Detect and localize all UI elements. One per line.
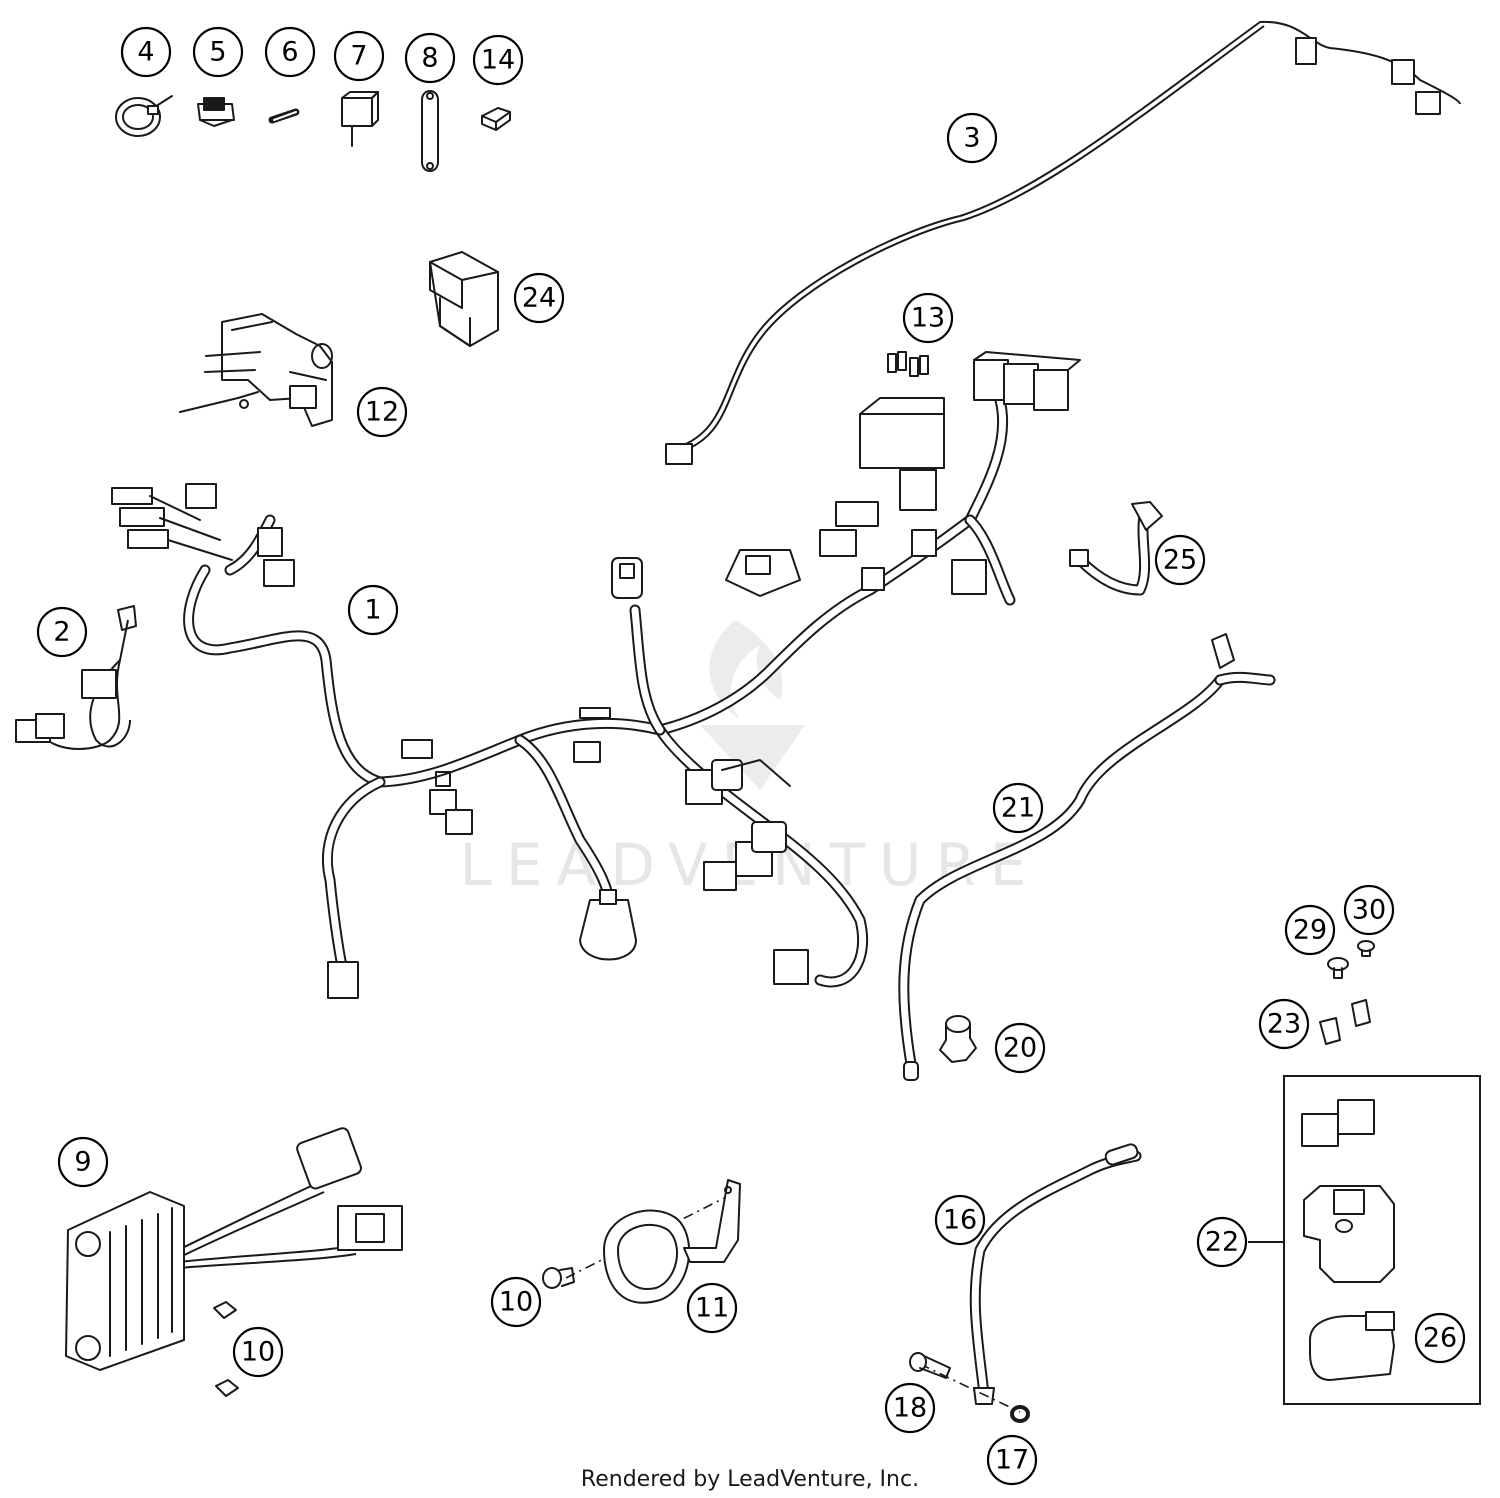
harness-connector-upper-group xyxy=(725,397,987,597)
callout-6: 6 xyxy=(264,26,316,78)
callout-4: 4 xyxy=(120,26,172,78)
fuses-23-part xyxy=(1319,999,1371,1045)
callout-13: 13 xyxy=(902,292,954,344)
svg-text:26: 26 xyxy=(1423,1323,1457,1354)
clip-part xyxy=(197,97,235,127)
strap-part xyxy=(421,90,439,172)
callout-29: 29 xyxy=(1284,904,1336,956)
starter-relay-caps xyxy=(1301,1099,1375,1147)
screw-29-part xyxy=(1327,957,1349,979)
callout-25: 25 xyxy=(1154,534,1206,586)
svg-text:20: 20 xyxy=(1003,1033,1037,1064)
callout-22: 22 xyxy=(1196,1216,1248,1268)
svg-text:1: 1 xyxy=(364,595,381,626)
callout-24: 24 xyxy=(513,272,565,324)
callout-1: 1 xyxy=(347,584,399,636)
svg-text:11: 11 xyxy=(695,1293,729,1324)
svg-text:7: 7 xyxy=(350,41,367,72)
harness-relay-row xyxy=(973,351,1081,411)
battery-cable-part xyxy=(898,633,1276,1081)
svg-text:10: 10 xyxy=(241,1337,275,1368)
washer-17-part xyxy=(1010,1405,1030,1423)
svg-text:14: 14 xyxy=(481,45,515,76)
main-wiring-harness xyxy=(183,394,1016,988)
horn-part xyxy=(542,1179,741,1304)
svg-text:2: 2 xyxy=(53,617,70,648)
cable-tie-part xyxy=(115,95,173,137)
callout-20: 20 xyxy=(994,1022,1046,1074)
terminal-cap-part xyxy=(939,1015,977,1063)
harness-connector-center xyxy=(401,707,611,763)
callout-18: 18 xyxy=(884,1382,936,1434)
harness-connector-plug xyxy=(611,557,643,599)
svg-text:17: 17 xyxy=(995,1445,1029,1476)
svg-text:25: 25 xyxy=(1163,545,1197,576)
svg-text:22: 22 xyxy=(1205,1227,1239,1258)
svg-text:18: 18 xyxy=(893,1393,927,1424)
callout-7: 7 xyxy=(333,30,385,82)
svg-text:21: 21 xyxy=(1001,793,1035,824)
callout-12: 12 xyxy=(356,386,408,438)
callout-23: 23 xyxy=(1258,998,1310,1050)
footer-credit: Rendered by LeadVenture, Inc. xyxy=(581,1467,919,1492)
bulb-part xyxy=(268,108,300,124)
callout-2: 2 xyxy=(36,606,88,658)
harness-end-connector-left xyxy=(327,961,359,999)
screw-18-part xyxy=(909,1352,951,1379)
callout-3: 3 xyxy=(946,112,998,164)
callout-21: 21 xyxy=(992,782,1044,834)
svg-text:3: 3 xyxy=(963,123,980,154)
svg-text:8: 8 xyxy=(421,43,438,74)
svg-text:23: 23 xyxy=(1267,1009,1301,1040)
svg-text:29: 29 xyxy=(1293,915,1327,946)
svg-text:24: 24 xyxy=(522,283,556,314)
relay-cover-26-part xyxy=(1309,1311,1395,1381)
callout-14: 14 xyxy=(472,34,524,86)
voltage-regulator-part xyxy=(65,1127,403,1371)
svg-text:10: 10 xyxy=(499,1287,533,1318)
fuse-holder-part xyxy=(481,107,511,131)
sub-harness-part xyxy=(15,605,137,750)
starter-relay-part xyxy=(1303,1185,1395,1283)
bolt-10-b-part xyxy=(542,1267,575,1289)
svg-text:5: 5 xyxy=(209,37,226,68)
connector-block-part xyxy=(429,251,499,347)
callout-9: 9 xyxy=(57,1136,109,1188)
callout-16: 16 xyxy=(934,1194,986,1246)
bracket-assembly-part xyxy=(179,313,333,427)
svg-text:13: 13 xyxy=(911,303,945,334)
bolt-10-a-part xyxy=(213,1301,239,1397)
svg-text:12: 12 xyxy=(365,397,399,428)
harness-connector-group-mid xyxy=(429,771,473,835)
callout-26: 26 xyxy=(1414,1312,1466,1364)
callout-11: 11 xyxy=(686,1282,738,1334)
svg-text:16: 16 xyxy=(943,1205,977,1236)
svg-text:30: 30 xyxy=(1352,895,1386,926)
terminals-part xyxy=(887,351,929,377)
callout-8: 8 xyxy=(404,32,456,84)
cable-25-part xyxy=(1069,501,1163,596)
relay-part xyxy=(341,91,379,147)
svg-text:4: 4 xyxy=(137,37,154,68)
callout-5: 5 xyxy=(192,26,244,78)
callout-10-regulator: 10 xyxy=(232,1326,284,1378)
svg-text:6: 6 xyxy=(281,37,298,68)
group-box-22 xyxy=(1283,1075,1481,1405)
harness-boot-cover xyxy=(579,889,637,961)
long-cable-part xyxy=(665,20,1461,465)
harness-connector-cluster-left xyxy=(111,483,295,587)
callout-17: 17 xyxy=(986,1434,1038,1486)
screw-30-part xyxy=(1357,940,1375,957)
harness-connector-right-group xyxy=(685,759,809,985)
callout-30: 30 xyxy=(1343,884,1395,936)
ground-cable-part xyxy=(909,1143,1142,1423)
svg-text:9: 9 xyxy=(74,1147,91,1178)
callout-10-horn: 10 xyxy=(490,1276,542,1328)
